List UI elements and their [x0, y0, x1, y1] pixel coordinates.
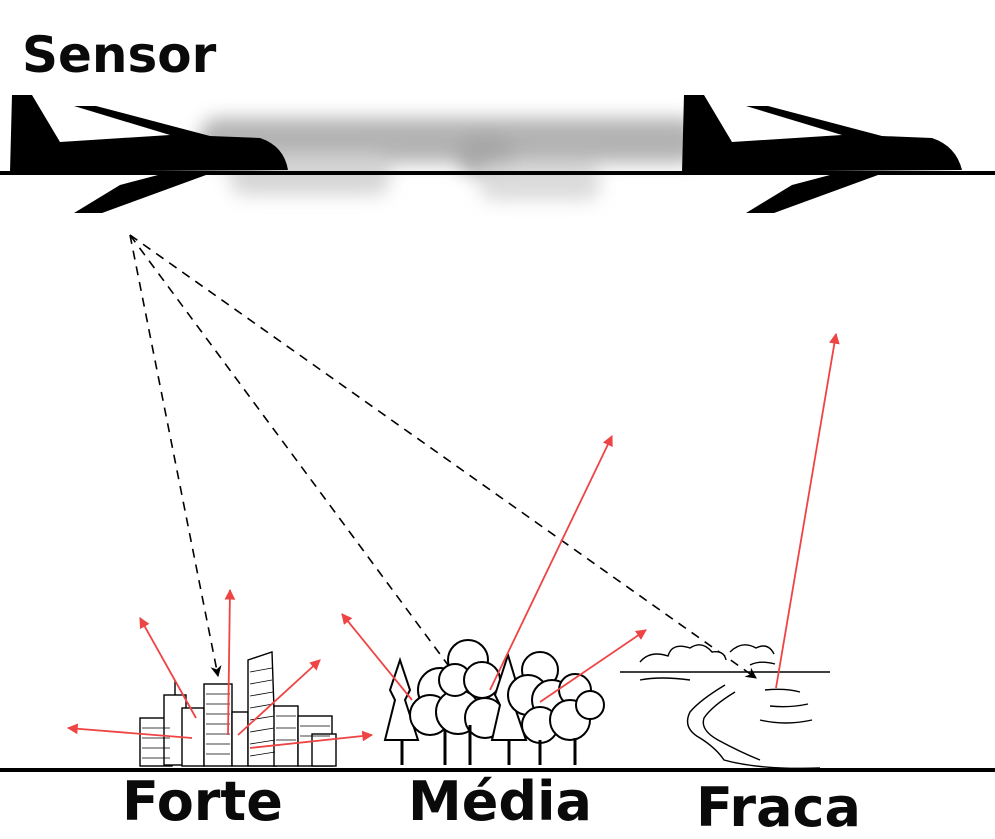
incident-rays	[129, 234, 757, 689]
reflected-ray	[775, 332, 840, 689]
reflected-ray	[489, 435, 613, 691]
forest-trees-icon	[383, 639, 605, 765]
sensor-label: Sensor	[22, 26, 217, 84]
reflected-ray	[237, 659, 321, 736]
incident-ray-forest	[129, 234, 466, 689]
target-label-media: Média	[408, 770, 592, 833]
reflected-ray	[224, 588, 236, 736]
incident-ray-city	[129, 234, 222, 678]
reflected-ray	[139, 617, 197, 719]
incident-ray-water	[129, 234, 757, 679]
target-label-fraca: Fraca	[696, 776, 861, 839]
target-label-forte: Forte	[122, 770, 283, 833]
reflected-rays	[66, 332, 840, 749]
airplane-icon	[10, 95, 288, 213]
city-buildings-icon	[139, 651, 337, 767]
reflected-ray	[341, 613, 413, 701]
reflected-ray	[539, 629, 647, 703]
reflected-ray	[66, 723, 193, 739]
airplane-icon	[682, 95, 962, 213]
water-shore-icon	[620, 644, 830, 770]
reflected-ray	[249, 730, 374, 749]
